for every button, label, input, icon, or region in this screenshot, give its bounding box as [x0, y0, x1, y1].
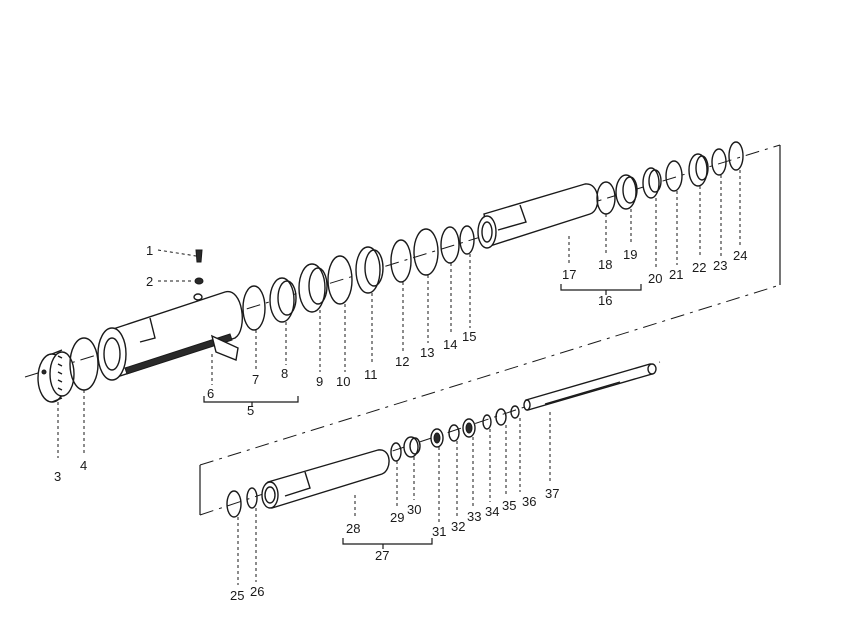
part-22-bushing	[688, 153, 709, 187]
label-part-22: 22	[692, 260, 706, 275]
label-part-13: 13	[420, 345, 434, 360]
label-part-35: 35	[502, 498, 516, 513]
label-part-8: 8	[281, 366, 288, 381]
label-part-18: 18	[598, 257, 612, 272]
label-part-15: 15	[462, 329, 476, 344]
part-20-bushing	[642, 167, 662, 199]
part-36-ring	[510, 405, 520, 419]
part-labels: 1 2 3 4 5 6 7 8 9 10 11 12 13 14 15 16 1…	[54, 243, 747, 603]
label-part-28: 28	[346, 521, 360, 536]
part-15-ring	[459, 225, 475, 255]
label-part-31: 31	[432, 524, 446, 539]
part-17-cylinder	[477, 183, 599, 249]
label-part-12: 12	[395, 354, 409, 369]
label-part-2: 2	[146, 274, 153, 289]
part-24-ring	[728, 141, 744, 171]
label-part-21: 21	[669, 267, 683, 282]
label-part-33: 33	[467, 509, 481, 524]
part-29-ring	[390, 442, 402, 462]
label-part-29: 29	[390, 510, 404, 525]
label-part-30: 30	[407, 502, 421, 517]
part-32-ring	[448, 424, 460, 442]
label-part-17: 17	[562, 267, 576, 282]
part-3-end-cap	[37, 349, 75, 403]
part-26-ring	[246, 487, 258, 509]
part-31-nut	[430, 428, 444, 448]
label-part-14: 14	[443, 337, 457, 352]
label-part-10: 10	[336, 374, 350, 389]
part-35-ring	[495, 408, 507, 426]
label-part-5: 5	[247, 403, 254, 418]
part-8-seal	[269, 277, 297, 323]
part-11-bushing	[355, 246, 384, 294]
label-part-16: 16	[598, 293, 612, 308]
part-33-nut	[462, 418, 476, 438]
part-7-ring	[242, 285, 266, 331]
label-part-4: 4	[80, 458, 87, 473]
label-part-27: 27	[375, 548, 389, 563]
part-18-ring	[596, 181, 616, 215]
label-part-6: 6	[207, 386, 214, 401]
part-25-ring	[226, 490, 242, 518]
leader-lines	[57, 170, 741, 585]
part-37-shaft	[523, 363, 657, 411]
part-10-ring	[327, 255, 353, 305]
part-1-screw	[195, 249, 203, 263]
part-34-ring	[482, 414, 492, 430]
part-28-cylinder	[261, 449, 390, 509]
part-30-bushing	[403, 436, 421, 458]
group-brackets	[203, 284, 642, 549]
label-part-34: 34	[485, 504, 499, 519]
label-part-25: 25	[230, 588, 244, 603]
label-part-1: 1	[146, 243, 153, 258]
label-part-9: 9	[316, 374, 323, 389]
part-19-bushing	[615, 174, 638, 210]
part-12-ring	[390, 239, 412, 283]
label-part-11: 11	[364, 367, 378, 382]
part-14-ring	[440, 226, 460, 264]
label-part-19: 19	[623, 247, 637, 262]
part-13-ring	[413, 228, 439, 276]
label-part-36: 36	[522, 494, 536, 509]
part-6-housing	[97, 291, 243, 381]
label-part-37: 37	[545, 486, 559, 501]
part-23-ring	[711, 148, 727, 176]
label-part-32: 32	[451, 519, 465, 534]
label-part-24: 24	[733, 248, 747, 263]
label-part-23: 23	[713, 258, 727, 273]
part-4-o-ring	[69, 337, 99, 391]
label-part-20: 20	[648, 271, 662, 286]
part-2-washer	[194, 277, 204, 285]
label-part-26: 26	[250, 584, 264, 599]
label-part-7: 7	[252, 372, 259, 387]
part-21-ring	[665, 160, 683, 192]
label-part-3: 3	[54, 469, 61, 484]
part-9-bushing	[298, 263, 328, 313]
